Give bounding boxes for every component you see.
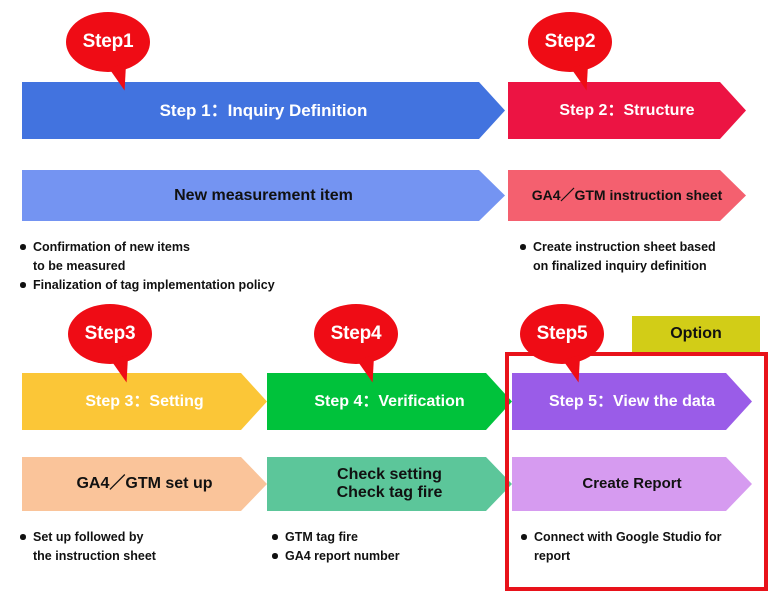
step-1-bullets: Confirmation of new items to be measured… [20,238,350,295]
step-4-sub-label: Check setting Check tag fire [336,466,443,501]
step-1-header-label: Step 1：Inquiry Definition [159,100,368,120]
step-3-header-arrow[interactable]: Step 3：Setting [22,373,267,430]
list-item: GA4 report number [272,547,502,566]
step-2-sub-arrow[interactable]: GA4／GTM instruction sheet [508,170,746,221]
option-badge: Option [632,316,760,352]
step-5-header-label: Step 5：View the data [549,392,715,410]
list-item: Set up followed by the instruction sheet [20,528,255,566]
bubble-step3: Step3 [68,304,152,385]
bubble-step2: Step2 [528,12,612,93]
step-1-header-arrow[interactable]: Step 1：Inquiry Definition [22,82,505,139]
step-4-bullets: GTM tag fire GA4 report number [272,528,502,566]
bubble-step1: Step1 [66,12,150,93]
step-2-bullets: Create instruction sheet based on finali… [520,238,760,276]
bubble-step1-label: Step1 [82,31,134,52]
step5-highlight-frame [505,352,768,591]
step-3-sub-arrow[interactable]: GA4／GTM set up [22,457,267,511]
step-5-sub-label: Create Report [582,474,682,492]
step-5-sub-arrow[interactable]: Create Report [512,457,752,511]
step-3-bullets: Set up followed by the instruction sheet [20,528,255,566]
bubble-step5-label: Step5 [536,323,588,344]
option-badge-label: Option [670,325,722,342]
list-item: Confirmation of new items to be measured [20,238,350,276]
step-2-sub-label: GA4／GTM instruction sheet [531,186,723,203]
bubble-step4-label: Step4 [330,323,382,344]
step-4-header-arrow[interactable]: Step 4：Verification [267,373,512,430]
step-4-sub-arrow[interactable]: Check setting Check tag fire [267,457,512,511]
bubble-step3-label: Step3 [84,323,136,344]
step-5-header-arrow[interactable]: Step 5：View the data [512,373,752,430]
list-item: GTM tag fire [272,528,502,547]
step-2-header-label: Step 2：Structure [559,101,695,119]
step-1-sub-label: New measurement item [174,186,353,204]
step-5-bullets: Connect with Google Studio for report [521,528,761,566]
step-3-header-label: Step 3：Setting [85,392,204,410]
bubble-step5: Step5 [520,304,604,385]
bubble-step2-label: Step2 [544,31,596,52]
list-item: Create instruction sheet based on finali… [520,238,760,276]
list-item: Connect with Google Studio for report [521,528,761,566]
step-4-header-label: Step 4：Verification [314,392,465,410]
step-1-sub-arrow[interactable]: New measurement item [22,170,505,221]
bubble-step4: Step4 [314,304,398,385]
step-2-header-arrow[interactable]: Step 2：Structure [508,82,746,139]
list-item: Finalization of tag implementation polic… [20,276,350,295]
step-3-sub-label: GA4／GTM set up [76,475,213,493]
